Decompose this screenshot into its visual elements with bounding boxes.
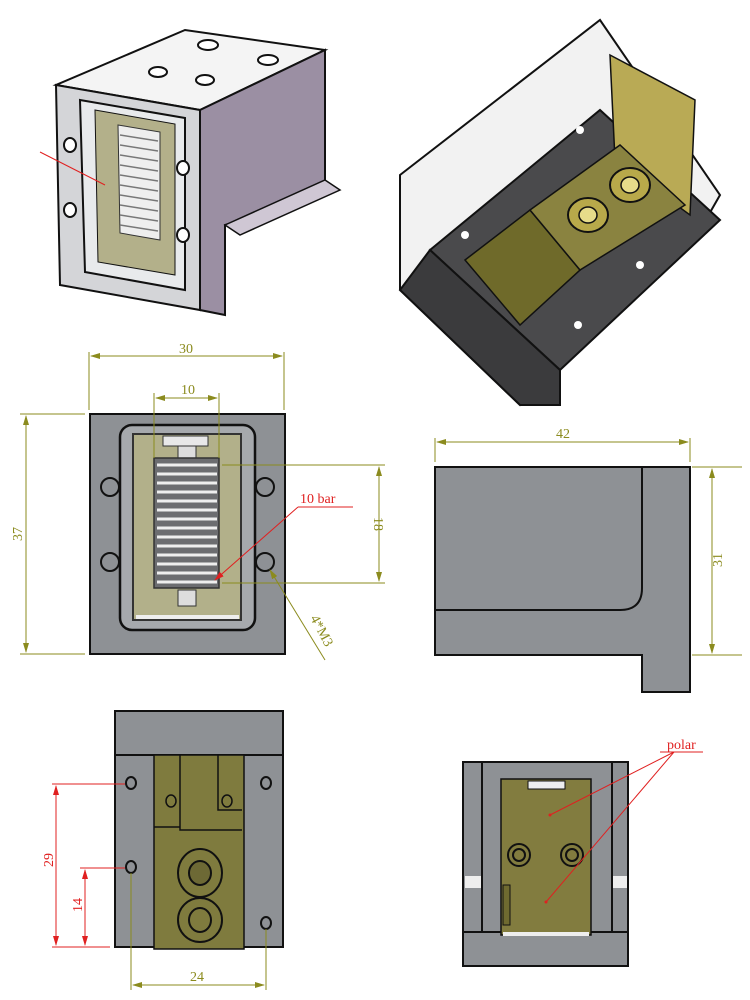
bar-label: 10 bar bbox=[300, 492, 336, 507]
dim-hole-14: 14 bbox=[71, 898, 86, 912]
bottom-view: 29 14 24 bbox=[42, 710, 284, 990]
isometric-view-front bbox=[39, 28, 342, 317]
dim-hole-29: 29 bbox=[42, 853, 57, 867]
dim-height-31: 31 bbox=[711, 553, 726, 567]
dim-length-42: 42 bbox=[556, 427, 570, 442]
dim-hole-24: 24 bbox=[190, 970, 204, 985]
side-view: 42 31 bbox=[434, 427, 742, 693]
dim-bar-height-18: 18 bbox=[370, 517, 385, 531]
dim-bar-width-10: 10 bbox=[181, 383, 195, 398]
hole-label: 4*M3 bbox=[306, 613, 335, 650]
dim-height-37: 37 bbox=[11, 527, 26, 541]
dim-width-30: 30 bbox=[179, 342, 193, 357]
isometric-view-back bbox=[398, 18, 722, 407]
back-view: polar bbox=[462, 738, 703, 967]
polar-label: polar bbox=[667, 738, 696, 753]
front-view: 30 10 37 18 10 bar 4*M3 bbox=[11, 342, 385, 661]
